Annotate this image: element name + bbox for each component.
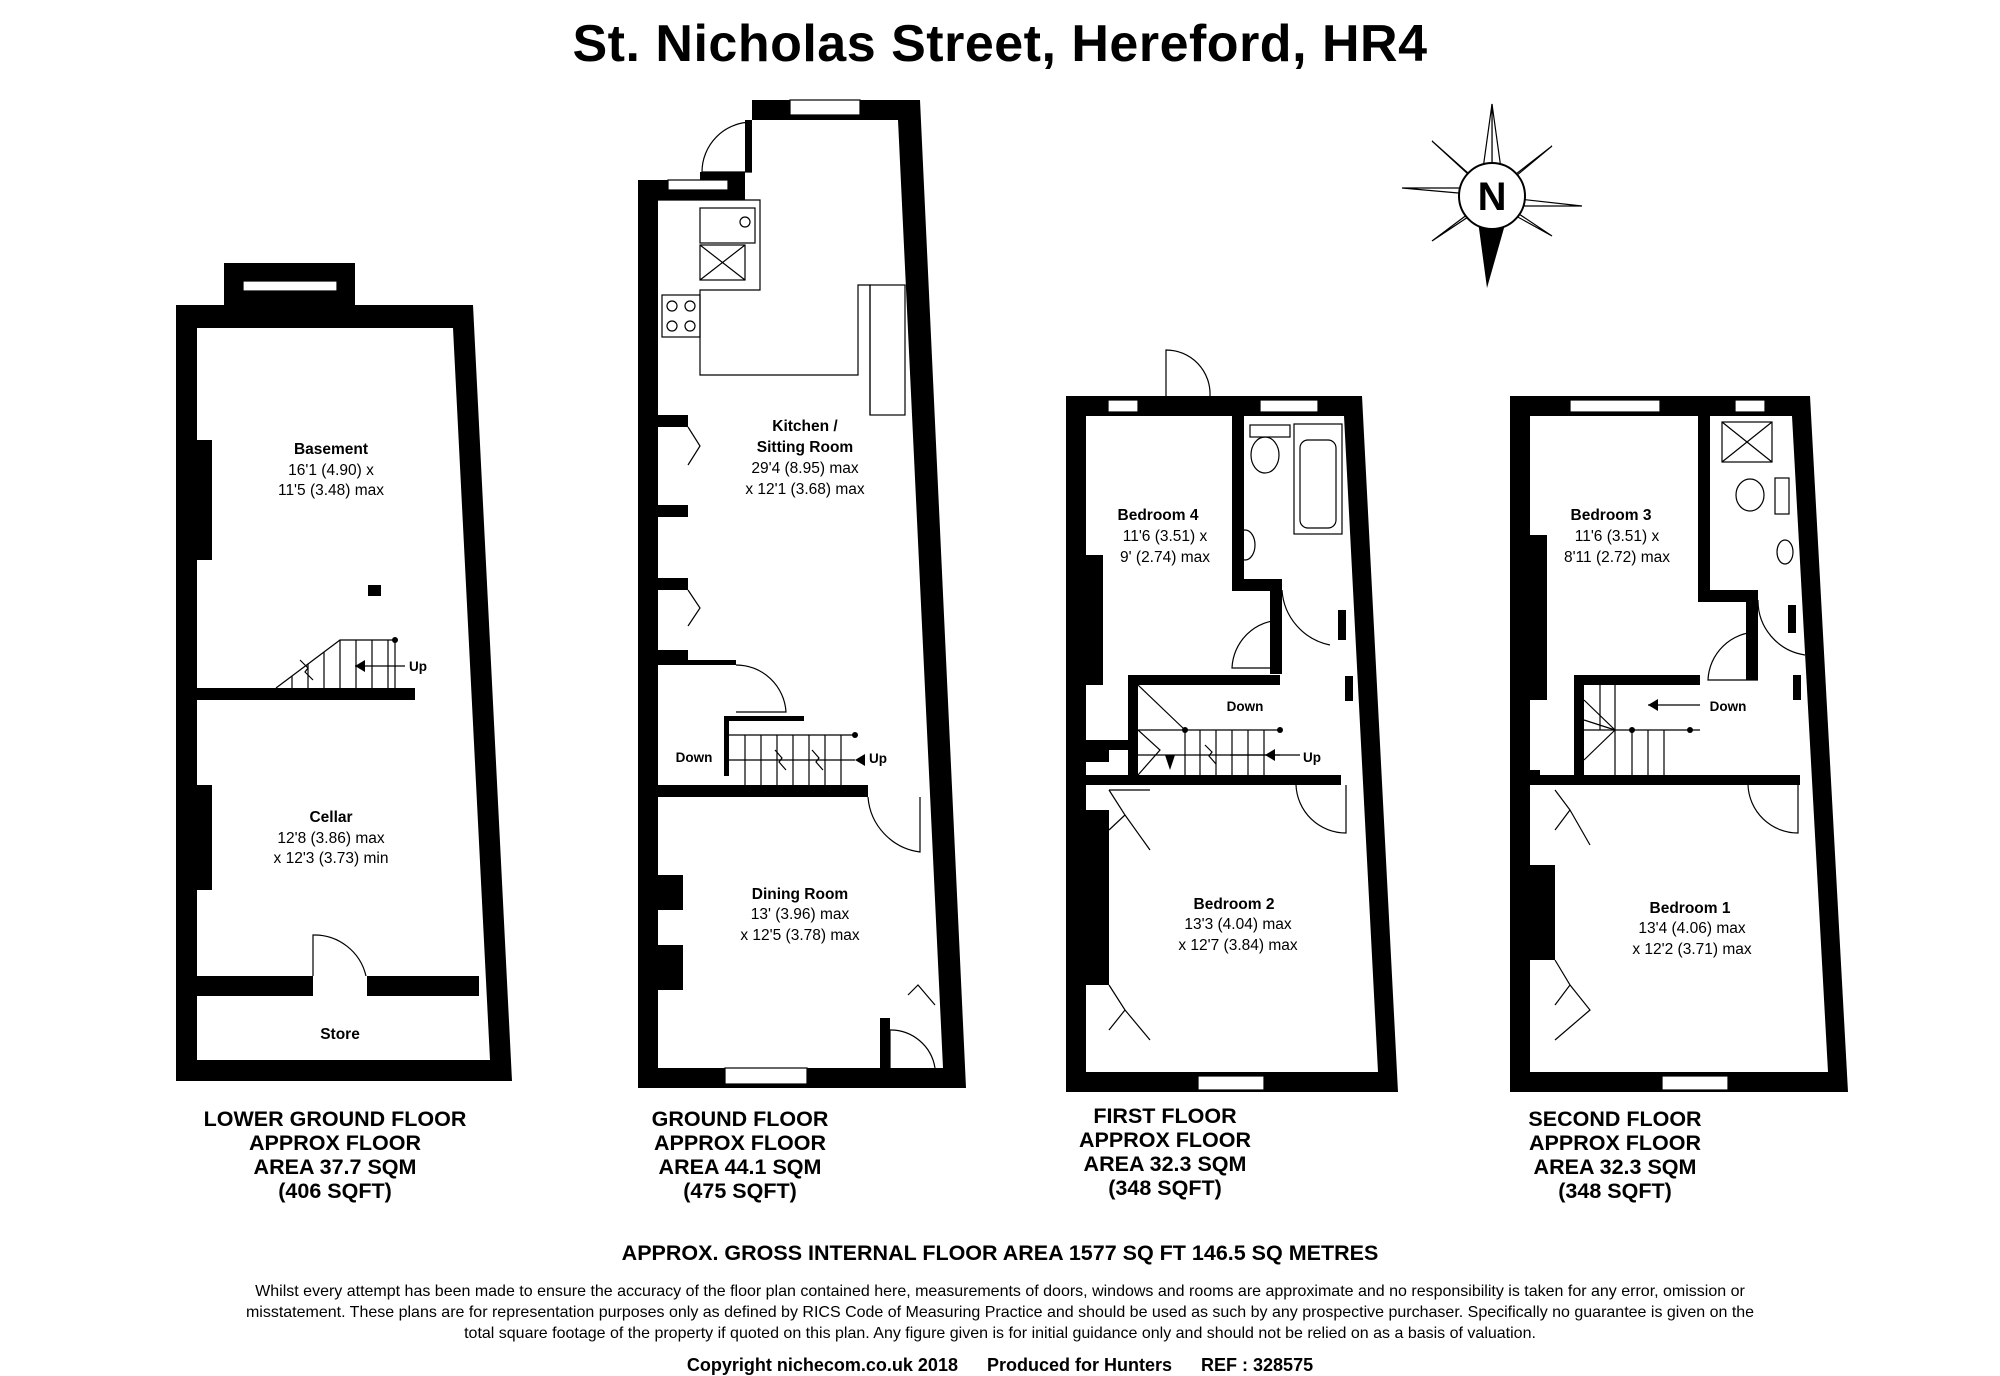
- window: [1661, 1075, 1729, 1091]
- room-dim: 11'6 (3.51) x: [1575, 528, 1660, 545]
- copyright-text: Copyright nichecom.co.uk 2018: [686, 1355, 958, 1375]
- floor-area-label-ground: GROUND FLOOR APPROX FLOOR AREA 44.1 SQM …: [651, 1107, 829, 1203]
- window: [1107, 399, 1139, 413]
- room-label-bedroom-1: Bedroom 1: [1650, 900, 1731, 917]
- room-dim: 9' (2.74) max: [1120, 549, 1210, 566]
- room-dim: 11'6 (3.51) x: [1123, 528, 1208, 545]
- floor-area-label-second: SECOND FLOOR APPROX FLOOR AREA 32.3 SQM …: [1528, 1107, 1702, 1203]
- room-dim: x 12'1 (3.68) max: [745, 481, 865, 498]
- stairs: [275, 637, 405, 689]
- stair-label-down: Down: [1710, 699, 1747, 714]
- second-floor-plan: [1510, 396, 1848, 1092]
- produced-for-text: Produced for Hunters: [986, 1355, 1173, 1375]
- window: [242, 280, 338, 292]
- stair-label-down: Down: [1227, 699, 1264, 714]
- reference-text: REF : 328575: [1201, 1355, 1314, 1375]
- room-label-kitchen: Kitchen /: [772, 418, 838, 435]
- stair-label-up: Up: [1303, 750, 1321, 765]
- compass-label: N: [1478, 175, 1507, 219]
- room-dim: 11'5 (3.48) max: [278, 482, 384, 499]
- first-floor-plan: [1066, 349, 1398, 1092]
- room-dim: x 12'2 (3.71) max: [1632, 941, 1752, 958]
- stair-label-up: Up: [869, 751, 887, 766]
- window: [1734, 399, 1766, 413]
- room-dim: 13' (3.96) max: [751, 906, 850, 923]
- room-label-store: Store: [320, 1026, 360, 1043]
- compass-icon: N: [1401, 103, 1583, 288]
- stair-label-up: Up: [409, 659, 427, 674]
- floor-area-label-first: FIRST FLOOR APPROX FLOOR AREA 32.3 SQM (…: [1078, 1104, 1251, 1200]
- room-dim: 8'11 (2.72) max: [1564, 549, 1670, 566]
- footer: Copyright nichecom.co.uk 2018 Produced f…: [0, 1355, 2000, 1376]
- room-label-sitting-room: Sitting Room: [757, 439, 853, 456]
- stairs: [724, 716, 865, 785]
- ground-floor-plan: [638, 99, 966, 1088]
- room-dim: 13'3 (4.04) max: [1184, 916, 1291, 933]
- window: [724, 1067, 808, 1085]
- room-label-bedroom-4: Bedroom 4: [1118, 507, 1199, 524]
- room-dim: x 12'5 (3.78) max: [740, 927, 860, 944]
- room-label-basement: Basement: [294, 441, 368, 458]
- room-label-dining-room: Dining Room: [752, 886, 848, 903]
- gross-area: APPROX. GROSS INTERNAL FLOOR AREA 1577 S…: [621, 1241, 1379, 1265]
- stairs: [1137, 684, 1300, 776]
- room-label-bedroom-2: Bedroom 2: [1194, 896, 1275, 913]
- window: [1197, 1075, 1265, 1091]
- room-dim: x 12'3 (3.73) min: [274, 850, 389, 867]
- disclaimer: Whilst every attempt has been made to en…: [245, 1283, 1755, 1342]
- stairs: [1583, 685, 1700, 775]
- room-dim: x 12'7 (3.84) max: [1178, 937, 1298, 954]
- window: [1569, 399, 1661, 413]
- room-label-bedroom-3: Bedroom 3: [1571, 507, 1652, 524]
- floor-area-label-lower-ground: LOWER GROUND FLOOR APPROX FLOOR AREA 37.…: [203, 1107, 467, 1203]
- room-dim: 29'4 (8.95) max: [751, 460, 858, 477]
- lower-ground-floor-plan: [176, 263, 512, 1081]
- stair-label-down: Down: [676, 750, 713, 765]
- window: [1259, 399, 1319, 413]
- room-dim: 12'8 (3.86) max: [277, 830, 384, 847]
- window: [667, 179, 729, 191]
- window: [789, 99, 861, 116]
- room-dim: 13'4 (4.06) max: [1638, 920, 1745, 937]
- room-dim: 16'1 (4.90) x: [288, 462, 374, 479]
- page-title: St. Nicholas Street, Hereford, HR4: [572, 15, 1428, 73]
- room-label-cellar: Cellar: [309, 809, 352, 826]
